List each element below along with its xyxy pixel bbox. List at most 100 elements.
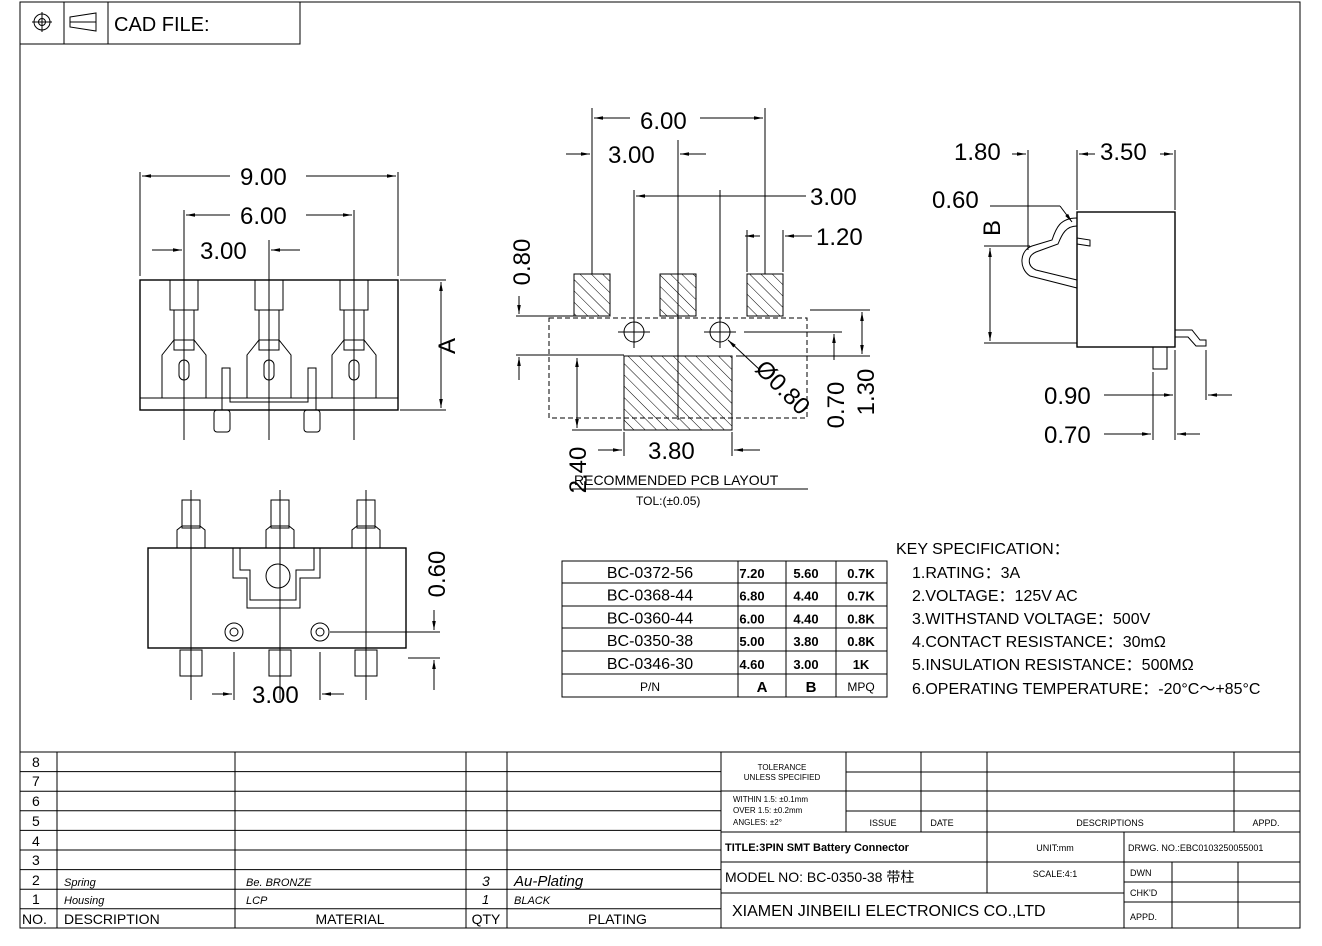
spec-item: 2.VOLTAGE：125V AC	[912, 588, 1078, 605]
pn-header-b: B	[806, 679, 817, 696]
pn-cell-part: BC-0368-44	[607, 588, 693, 605]
bom-row-number: 3	[32, 852, 40, 868]
key-specification: KEY SPECIFICATION： 1.RATING：3A 2.VOLTAGE…	[896, 541, 1260, 698]
pn-cell-value: 3.00	[793, 657, 818, 672]
pn-cell-value: 3.80	[793, 634, 818, 649]
dim-pcb-130: 1.30	[853, 369, 880, 416]
bom-desc: Housing	[64, 895, 105, 907]
tb-appd: APPD.	[1252, 818, 1279, 828]
cad-header: CAD FILE:	[20, 2, 301, 45]
tb-issue: ISSUE	[869, 818, 896, 828]
dim-pcb-right: 3.00	[810, 184, 857, 211]
pcb-layout: 6.00 3.00 3.00 1.20 0.80 Ø0.80 0.70 1.30…	[509, 108, 880, 508]
dim-bottom-depth: 0.60	[424, 551, 451, 598]
pn-header-pn: P/N	[640, 680, 660, 694]
bom-plating: BLACK	[514, 895, 551, 907]
pn-cell-value: 5.00	[739, 634, 764, 649]
pn-cell-value: 0.8K	[847, 611, 875, 626]
tb-tol-line1: WITHIN 1.5: ±0.1mm	[733, 795, 808, 804]
bom-header-material: MATERIAL	[316, 911, 385, 927]
pn-cell-value: 5.60	[793, 566, 818, 581]
sheet-border	[19, 1, 1301, 929]
dim-front-height: A	[434, 338, 461, 354]
bom-table: 8 7 6 5 4 3 2 1 Spring Be. BRONZE 3 Au-P…	[20, 751, 1300, 928]
spec-item: 4.CONTACT RESISTANCE：30mΩ	[912, 634, 1166, 651]
dim-side-070: 0.70	[1044, 422, 1091, 449]
pn-cell-value: 1K	[853, 657, 870, 672]
bom-qty: 3	[482, 873, 490, 889]
dim-front-overall: 9.00	[240, 164, 287, 191]
tb-date: DATE	[930, 818, 953, 828]
pn-cell-value: 6.80	[739, 589, 764, 604]
pn-cell-value: 6.00	[739, 611, 764, 626]
dim-pcb-pad-h: 0.80	[509, 239, 536, 286]
tb-drwg-no: DRWG. NO.:EBC0103250055001	[1128, 843, 1263, 853]
pn-header-a: A	[757, 679, 768, 696]
tb-chkd: CHK'D	[1130, 888, 1158, 898]
pn-header-mpq: MPQ	[847, 680, 874, 694]
dim-pcb-hole: Ø0.80	[750, 355, 815, 420]
tb-appd2: APPD.	[1130, 912, 1157, 922]
bom-header-desc: DESCRIPTION	[64, 911, 160, 927]
dim-side-B: B	[979, 220, 1006, 236]
pcb-pad	[746, 273, 784, 317]
pn-cell-value: 0.7K	[847, 566, 875, 581]
dim-side-060: 0.60	[932, 187, 979, 214]
third-angle-projection-icon	[69, 12, 97, 32]
pn-cell-value: 0.7K	[847, 589, 875, 604]
side-view: 1.80 3.50 0.60 B 0.90 0.70	[932, 139, 1232, 449]
bom-header-qty: QTY	[472, 911, 501, 927]
pn-cell-value: 4.60	[739, 657, 764, 672]
bom-row-number: 4	[32, 833, 40, 849]
dim-front-pitch: 3.00	[200, 238, 247, 265]
bom-qty: 1	[482, 892, 489, 907]
pcb-layout-title: RECOMMENDED PCB LAYOUT	[574, 472, 779, 488]
dim-side-350: 3.50	[1100, 139, 1147, 166]
dim-pcb-big-w: 3.80	[648, 438, 695, 465]
spec-item: 5.INSULATION RESISTANCE：500MΩ	[912, 657, 1194, 674]
front-view: 9.00 6.00 3.00 A	[139, 164, 461, 440]
bom-material: Be. BRONZE	[246, 877, 312, 889]
bom-header-plating: PLATING	[588, 911, 647, 927]
crosshair-icon	[32, 12, 52, 32]
tb-title: TITLE:3PIN SMT Battery Connector	[725, 842, 910, 854]
dim-pcb-070: 0.70	[823, 382, 850, 429]
cad-file-label: CAD FILE:	[114, 14, 210, 36]
pn-cell-value: 0.8K	[847, 634, 875, 649]
dim-side-180: 1.80	[954, 139, 1001, 166]
tb-model: MODEL NO: BC-0350-38 带柱	[725, 869, 914, 885]
tb-descriptions: DESCRIPTIONS	[1076, 818, 1144, 828]
pn-cell-part: BC-0372-56	[607, 565, 693, 582]
spec-title: KEY SPECIFICATION：	[896, 541, 1070, 558]
bom-row-number: 5	[32, 813, 40, 829]
tb-tol-line3: ANGLES: ±2°	[733, 818, 782, 827]
pn-cell-value: 4.40	[793, 611, 818, 626]
bom-material: LCP	[246, 895, 268, 907]
pn-cell-part: BC-0350-38	[607, 633, 693, 650]
dim-front-outer-pins: 6.00	[240, 203, 287, 230]
dim-pcb-total: 6.00	[640, 108, 687, 135]
pcb-pad	[573, 273, 611, 317]
bom-header-no: NO.	[22, 911, 47, 927]
dim-pcb-pad-w: 1.20	[816, 224, 863, 251]
tb-company: XIAMEN JINBEILI ELECTRONICS CO.,LTD	[732, 903, 1046, 920]
tb-dwn: DWN	[1130, 868, 1152, 878]
pn-cell-part: BC-0346-30	[607, 656, 693, 673]
pn-cell-value: 4.40	[793, 589, 818, 604]
bom-row-number: 2	[32, 872, 40, 888]
bom-desc: Spring	[64, 877, 97, 889]
pn-cell-part: BC-0360-44	[607, 610, 693, 627]
tb-tolerance-head: TOLERANCE	[758, 763, 807, 772]
bom-row-number: 1	[32, 891, 40, 907]
pcb-tolerance: TOL:(±0.05)	[636, 494, 700, 508]
tb-tolerance-sub: UNLESS SPECIFIED	[744, 773, 821, 782]
bom-row-number: 7	[32, 773, 40, 789]
bottom-contacts	[176, 490, 381, 700]
title-block: TOLERANCE UNLESS SPECIFIED WITHIN 1.5: ±…	[721, 752, 1300, 928]
spec-item: 6.OPERATING TEMPERATURE：-20°C～+85°C	[912, 681, 1260, 698]
tb-tol-line2: OVER 1.5: ±0.2mm	[733, 806, 803, 815]
bom-plating: Au-Plating	[513, 873, 584, 890]
